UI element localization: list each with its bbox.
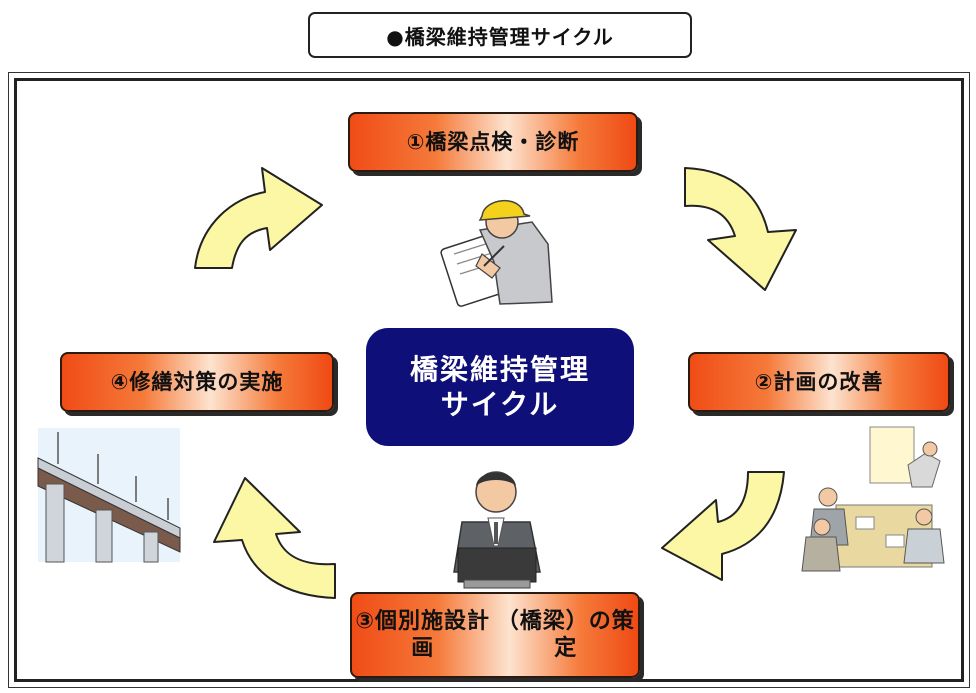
bridge-illustration <box>37 428 181 563</box>
step-plan-improvement: ②計画の改善 <box>688 352 950 412</box>
step-individual-facility-plan: ③個別施設計画 （橋梁）の策定 <box>350 592 640 678</box>
outer-frame <box>8 72 970 688</box>
arrow-top-left <box>194 167 323 269</box>
arrow-top-right <box>684 167 797 291</box>
arrow-bottom-left <box>213 477 336 599</box>
meeting-illustration <box>801 426 945 572</box>
planner-illustration <box>453 471 541 589</box>
step-repair-implementation: ④修繕対策の実施 <box>60 352 334 412</box>
center-cycle-label: 橋梁維持管理 サイクル <box>366 328 634 446</box>
center-line1: 橋梁維持管理 <box>409 353 590 386</box>
center-line2: サイクル <box>440 388 560 421</box>
arrow-bottom-right <box>661 471 785 581</box>
step3-line1: ③個別施設計画 <box>355 608 491 662</box>
inspector-illustration <box>440 199 553 307</box>
diagram-title: ●橋梁維持管理サイクル <box>308 12 692 58</box>
step3-line2: （橋梁）の策定 <box>496 608 635 662</box>
inner-frame <box>14 78 964 682</box>
step-bridge-inspection: ①橋梁点検・診断 <box>348 112 638 172</box>
